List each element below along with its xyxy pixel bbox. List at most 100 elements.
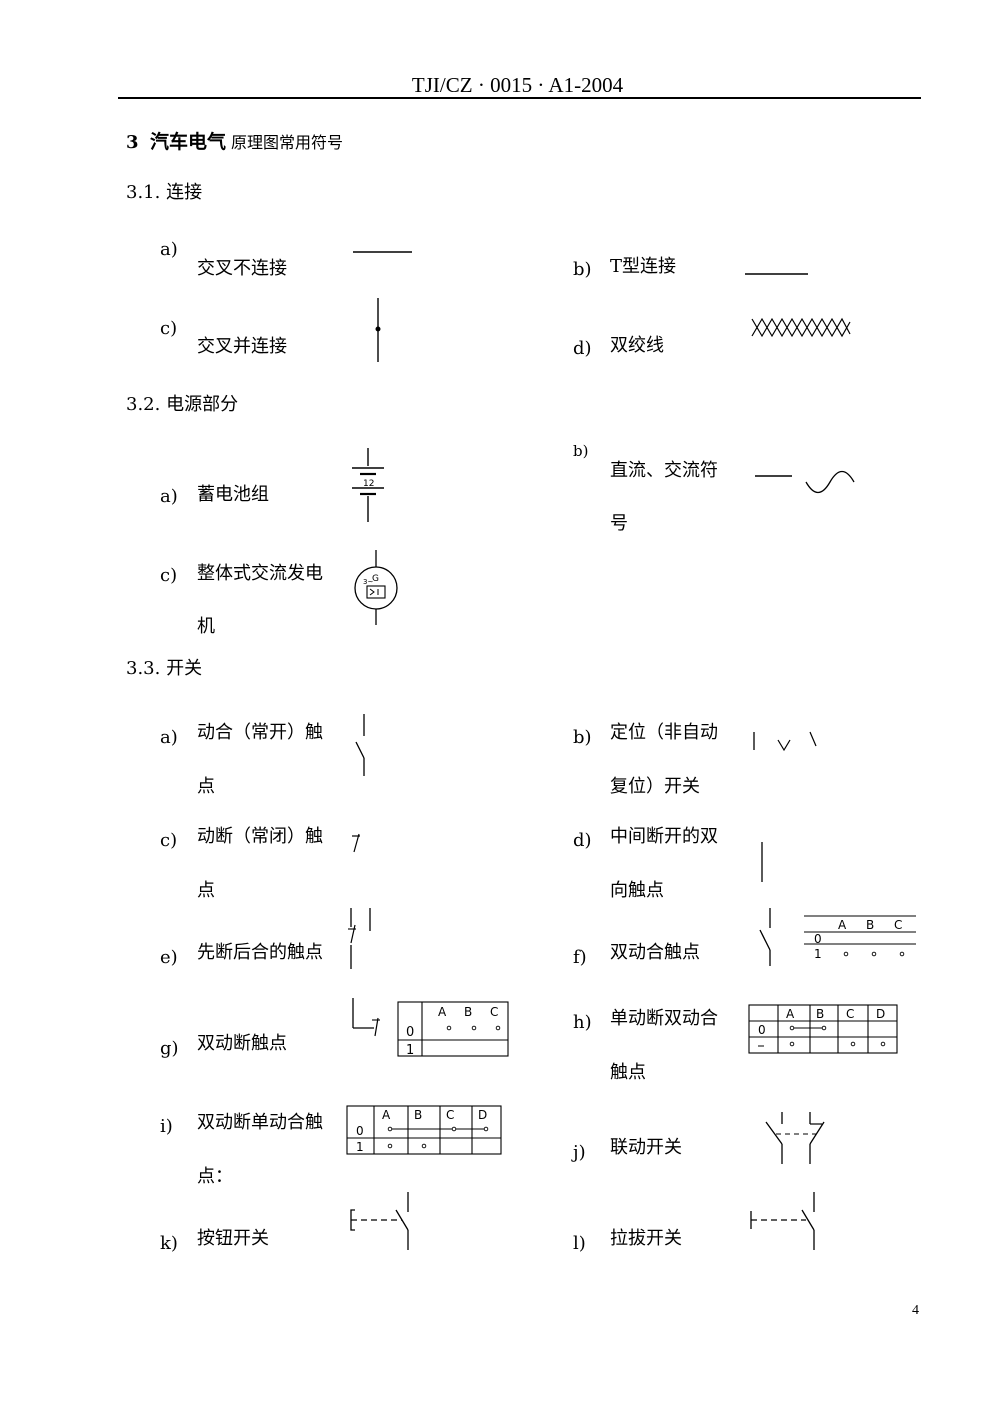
item-label-3-2-c-line2: 机: [197, 616, 215, 637]
item-mark-3-3-c: c): [160, 830, 178, 851]
table-i-row-0: 0: [356, 1124, 364, 1138]
table-f-contacts: A B C 0 1: [804, 915, 916, 961]
item-label-3-1-c: 交叉并连接: [197, 336, 287, 357]
item-label-3-3-l: 拉拔开关: [610, 1228, 682, 1249]
table-g-row-0: 0: [406, 1025, 414, 1040]
ac-sine-icon: [805, 470, 855, 494]
item-mark-3-3-e: e): [160, 947, 178, 968]
symbol-normally-closed-contact: [352, 833, 360, 853]
item-label-3-3-f: 双动合触点: [610, 942, 700, 963]
item-label-3-3-a-line1: 动合（常开）触: [197, 722, 323, 743]
item-label-3-3-h-line2: 触点: [610, 1062, 646, 1083]
symbol-double-break-contact: A B C 0 1: [352, 998, 509, 1058]
item-mark-3-3-g: g): [160, 1038, 179, 1059]
symbol-latching-switch: [753, 731, 817, 752]
item-label-3-3-j: 联动开关: [610, 1137, 682, 1158]
battery-voltage-label: 12: [363, 479, 374, 489]
item-label-3-3-d-line2: 向触点: [610, 880, 664, 901]
page-number: 4: [912, 1303, 919, 1318]
table-i-col-c: C: [446, 1108, 454, 1122]
table-g-col-a: A: [438, 1005, 447, 1019]
section-title-bold: 汽车电气: [150, 131, 227, 153]
item-label-3-3-g: 双动断触点: [197, 1033, 287, 1054]
subsection-heading-3-2: 3.2. 电源部分: [126, 394, 239, 415]
item-label-3-2-b-line2: 号: [610, 513, 628, 534]
table-i-row-1: 1: [356, 1140, 364, 1154]
item-mark-3-1-b: b): [573, 259, 592, 280]
item-mark-3-1-c: c): [160, 318, 178, 339]
item-label-3-3-e: 先断后合的触点: [197, 942, 323, 963]
symbol-battery: 12: [352, 448, 384, 522]
table-h-row-0: 0: [758, 1023, 766, 1037]
item-label-3-3-i-line1: 双动断单动合触: [197, 1112, 323, 1133]
table-h-col-b: B: [816, 1007, 824, 1021]
symbol-crossing-connected: [375, 298, 381, 362]
item-label-3-1-a: 交叉不连接: [197, 258, 287, 279]
symbol-push-button-switch: [350, 1192, 409, 1250]
symbol-dc-ac: [755, 470, 855, 494]
section-title-rest: 原理图常用符号: [231, 133, 344, 152]
item-label-3-3-c-line2: 点: [197, 880, 215, 901]
table-h-col-d: D: [876, 1007, 885, 1021]
alternator-g-label: G: [372, 574, 379, 584]
item-label-3-2-b-line1: 直流、交流符: [610, 460, 718, 481]
header-rule: [118, 97, 921, 99]
table-f-col-b: B: [866, 918, 874, 932]
symbol-double-make-contact: [759, 908, 771, 966]
item-mark-3-3-a: a): [160, 727, 178, 748]
table-f-row-1: 1: [814, 947, 822, 961]
table-g-row-1: 1: [406, 1043, 414, 1058]
item-label-3-1-b: T型连接: [610, 256, 677, 277]
item-mark-3-3-k: k): [160, 1233, 178, 1254]
table-h-col-c: C: [846, 1007, 854, 1021]
item-label-3-3-a-line2: 点: [197, 776, 215, 797]
document-code-header: TJI/CZ · 0015 · A1-2004: [411, 73, 624, 97]
item-label-3-2-a: 蓄电池组: [197, 484, 269, 505]
item-mark-3-1-a: a): [160, 239, 178, 260]
table-g-col-c: C: [490, 1005, 498, 1019]
alternator-phase-label: 3~: [363, 578, 373, 586]
item-mark-3-2-c: c): [160, 565, 178, 586]
item-label-3-3-h-line1: 单动断双动合: [610, 1008, 718, 1029]
item-label-3-3-c-line1: 动断（常闭）触: [197, 826, 323, 847]
table-i-contacts: A B C D 0 1: [346, 1105, 502, 1155]
item-mark-3-2-b: b): [573, 442, 589, 460]
table-i-col-b: B: [414, 1108, 422, 1122]
item-mark-3-1-d: d): [573, 338, 592, 359]
item-mark-3-3-f: f): [573, 947, 587, 968]
item-mark-3-3-l: l): [573, 1233, 586, 1254]
item-label-3-3-b-line1: 定位（非自动: [610, 722, 718, 743]
item-label-3-3-i-line2: 点：: [197, 1166, 233, 1187]
symbol-crossing-not-connected: [353, 251, 412, 253]
item-mark-3-2-a: a): [160, 486, 178, 507]
table-i-col-d: D: [478, 1108, 487, 1122]
table-g-col-b: B: [464, 1005, 472, 1019]
item-mark-3-3-b: b): [573, 727, 592, 748]
table-f-col-c: C: [894, 918, 902, 932]
item-mark-3-3-j: j): [573, 1142, 586, 1163]
item-label-3-3-k: 按钮开关: [197, 1228, 269, 1249]
symbol-normally-open-contact: [355, 714, 365, 776]
table-f-row-0: 0: [814, 932, 822, 946]
symbol-break-before-make: [348, 908, 371, 969]
symbol-pull-switch: [750, 1192, 815, 1250]
item-label-3-3-b-line2: 复位）开关: [610, 776, 700, 797]
subsection-heading-3-1: 3.1. 连接: [126, 182, 203, 203]
item-mark-3-3-d: d): [573, 830, 592, 851]
table-h-contacts: A B C D 0: [748, 1004, 898, 1054]
section-number: 3: [126, 132, 139, 153]
subsection-heading-3-3: 3.3. 开关: [126, 658, 203, 679]
item-label-3-3-d-line1: 中间断开的双: [610, 826, 718, 847]
item-mark-3-3-i: i): [160, 1116, 173, 1137]
table-f-col-a: A: [838, 918, 847, 932]
symbol-center-off-contact: [761, 842, 763, 882]
symbol-twisted-pair: [751, 317, 851, 338]
table-i-col-a: A: [382, 1108, 391, 1122]
item-mark-3-3-h: h): [573, 1012, 592, 1033]
table-h-col-a: A: [786, 1007, 795, 1021]
symbol-alternator: G 3~: [354, 550, 398, 625]
symbol-ganged-switch: [765, 1112, 825, 1164]
item-label-3-2-c-line1: 整体式交流发电: [197, 563, 323, 584]
symbol-t-connection: [745, 273, 808, 275]
item-label-3-1-d: 双绞线: [610, 335, 664, 356]
